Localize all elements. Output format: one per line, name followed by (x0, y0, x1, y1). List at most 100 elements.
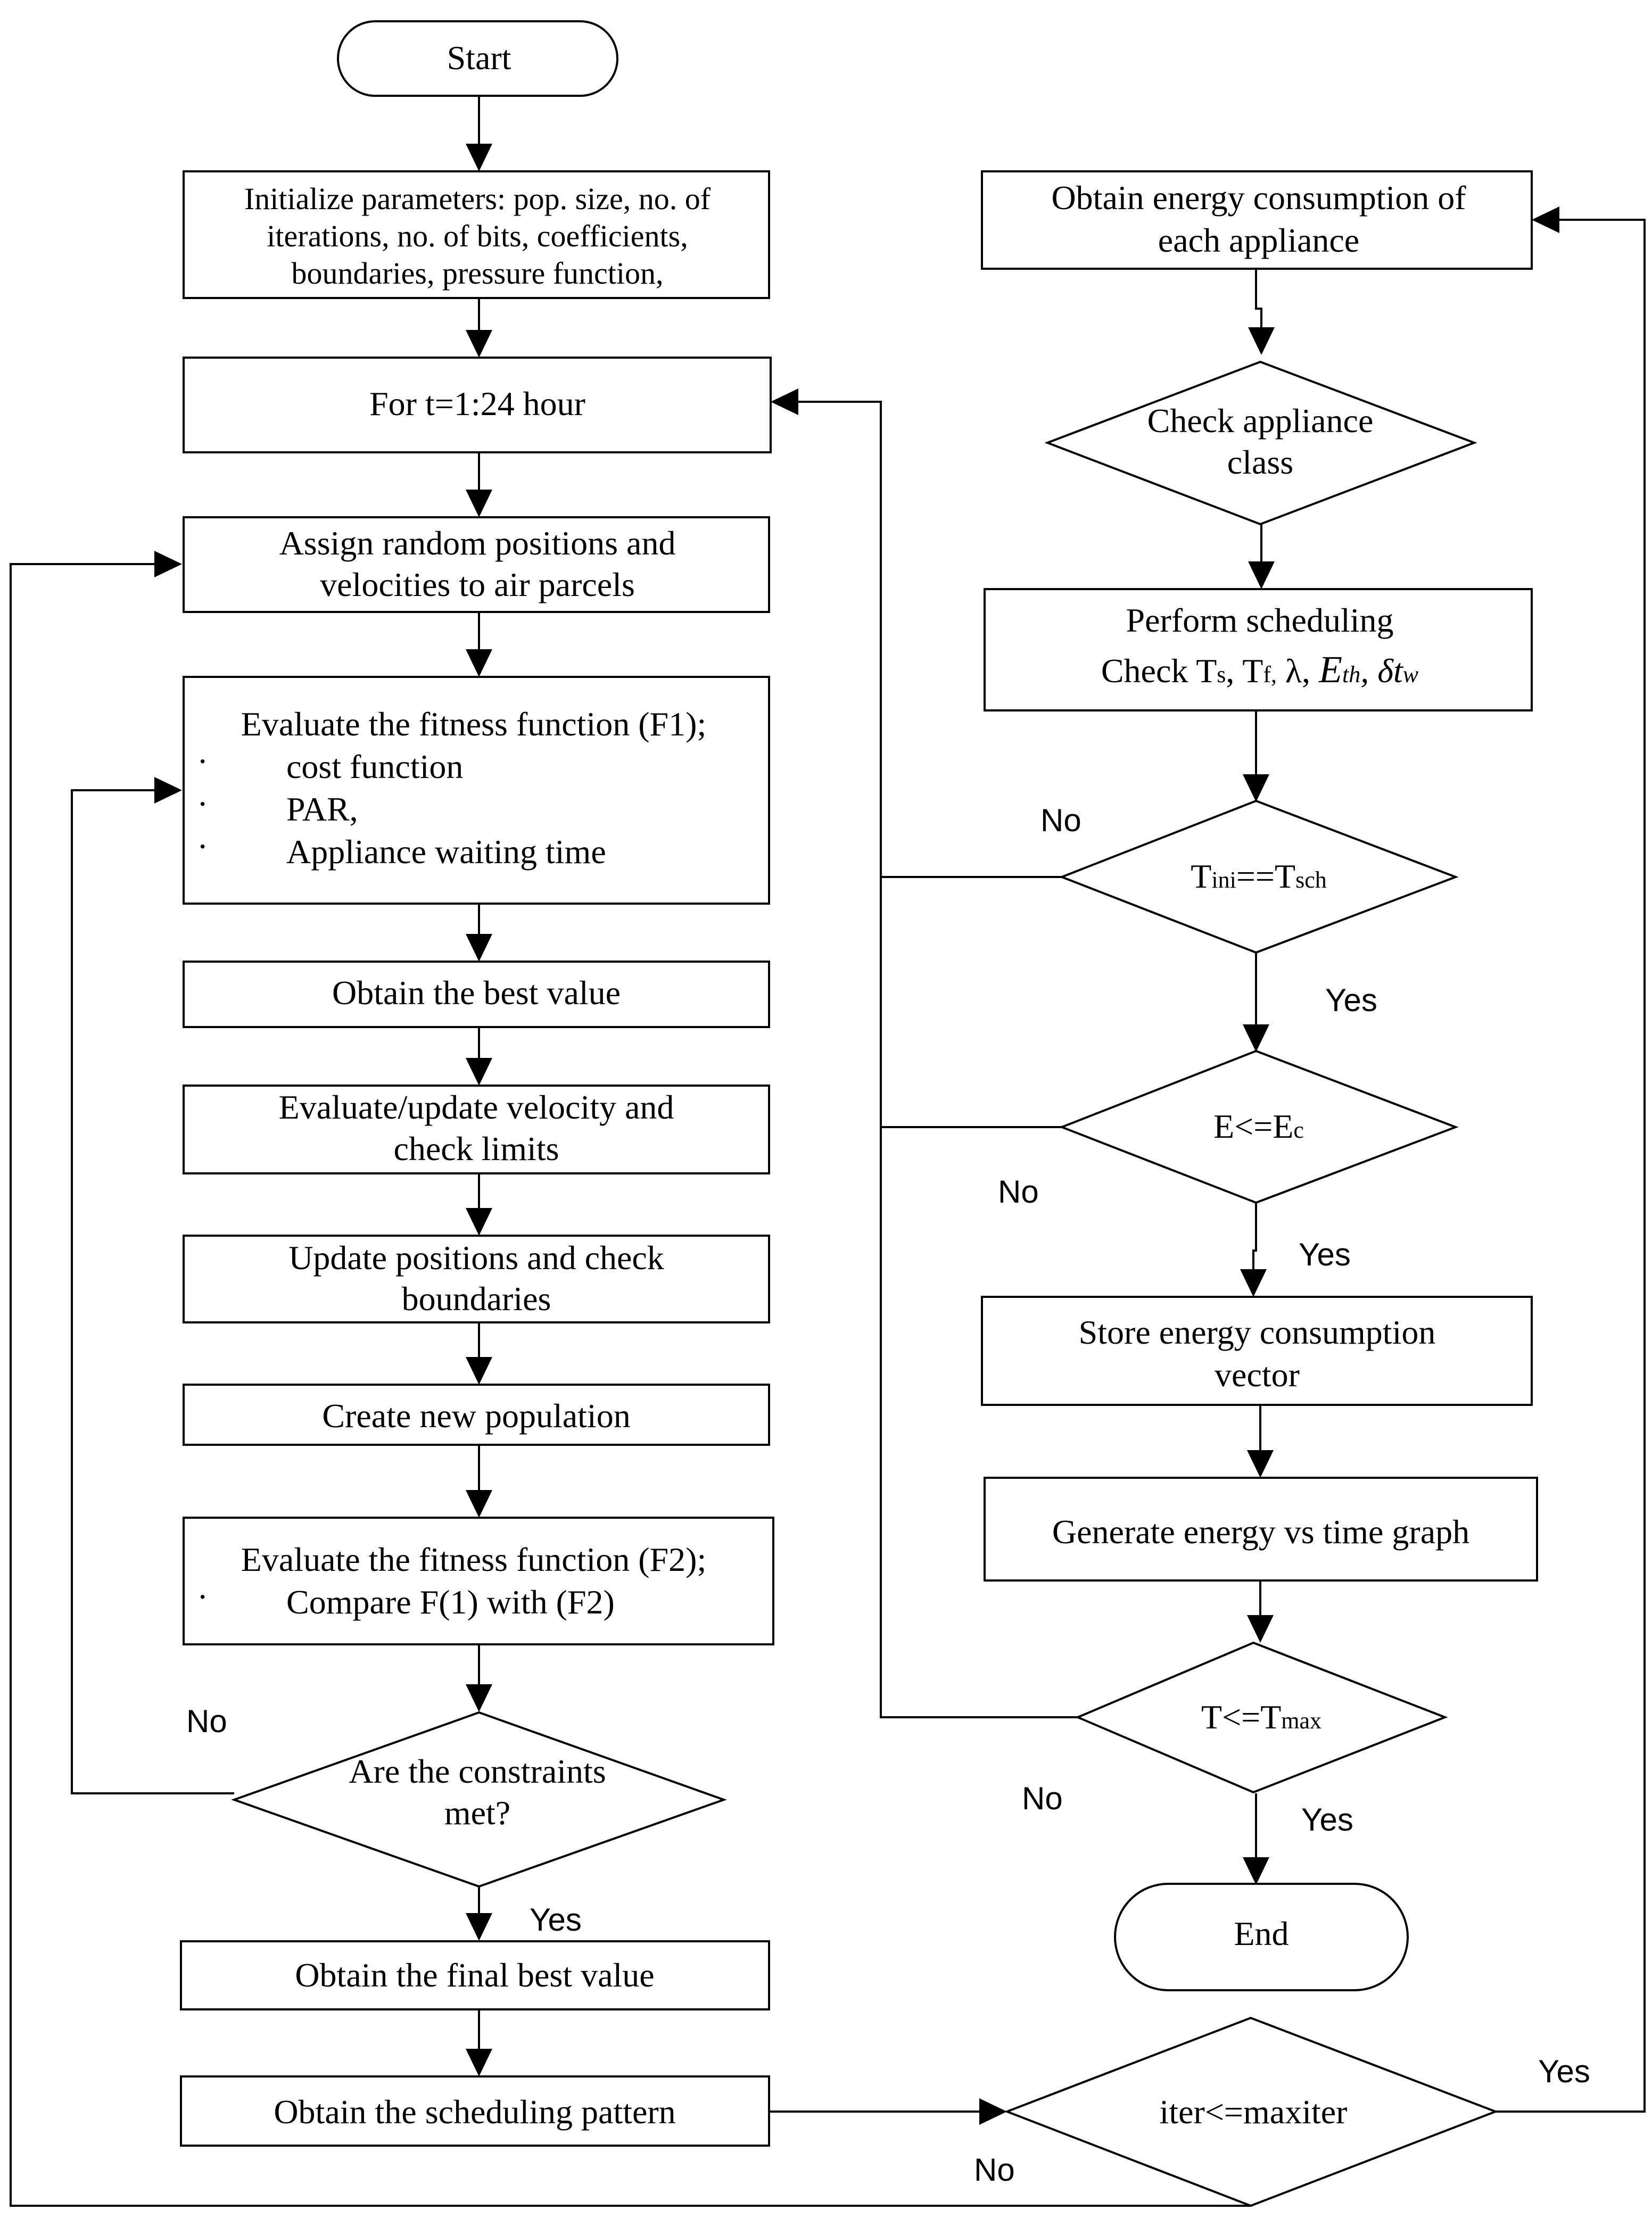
eval-f1-process (183, 676, 770, 905)
arrow-velocity-positions (466, 1208, 492, 1236)
edges (10, 96, 1646, 2207)
arrow-graph-tmax (1247, 1615, 1274, 1643)
arrow-constraints-final (466, 1913, 492, 1941)
tmax-label: T<=Tmax (1201, 1698, 1321, 1736)
yes-label-tmax: Yes (1301, 1802, 1353, 1838)
edge-labels: No Yes No Yes No Yes No Yes Yes No (186, 802, 1590, 2188)
generate-graph-label: Generate energy vs time graph (1052, 1513, 1469, 1551)
eval-f1-bullet-2: · (197, 785, 208, 823)
for-loop-label: For t=1:24 hour (369, 385, 585, 423)
edge-tmax-no (793, 401, 1078, 1718)
velocity-process (183, 1085, 770, 1174)
class-line-1: Check appliance (1147, 402, 1374, 440)
start-terminal (337, 20, 618, 97)
velocity-line-1: Evaluate/update velocity and (279, 1088, 674, 1126)
generate-graph-process (984, 1477, 1538, 1582)
for-loop-process (183, 357, 772, 453)
edge-iter-energy (1496, 219, 1646, 2113)
arrow-constraints-f1 (154, 777, 182, 804)
new-population-label: Create new population (322, 1397, 630, 1435)
arrow-store-graph (1247, 1450, 1274, 1478)
init-line-2: iterations, no. of bits, coefficients, (267, 219, 688, 253)
tmax-decision (1075, 1641, 1448, 1794)
assign-line-2: velocities to air parcels (320, 566, 635, 603)
end-label: End (1234, 1915, 1288, 1952)
yes-label-iter: Yes (1538, 2054, 1590, 2089)
arrow-to-for (771, 388, 798, 415)
iter-decision (1004, 2016, 1499, 2207)
constraints-line-1: Are the constraints (349, 1752, 606, 1790)
assign-line-1: Assign random positions and (279, 524, 676, 562)
eval-f2-process (183, 1517, 774, 1645)
edge-ec-store (1252, 1203, 1257, 1277)
arrow-f2-constraints (466, 1684, 492, 1712)
arrow-perform-tini (1243, 774, 1269, 802)
init-line-3: boundaries, pressure function, (291, 256, 663, 291)
init-line-1: Initialize parameters: pop. size, no. of (244, 181, 711, 216)
arrow-tini-ec (1243, 1024, 1269, 1052)
store-vector-process (981, 1296, 1533, 1406)
tini-tsch-label: Tini==Tsch (1191, 857, 1326, 895)
arrow-iter-energy (1532, 206, 1559, 233)
init-process (183, 170, 770, 299)
arrow-tmax-end (1243, 1857, 1269, 1885)
arrow-f1-best (466, 934, 492, 962)
positions-line-1: Update positions and check (288, 1239, 664, 1277)
no-label-iter: No (974, 2152, 1015, 2188)
class-line-2: class (1227, 443, 1293, 481)
nodes: Start Initialize parameters: pop. size, … (180, 20, 1538, 2207)
yes-label-tini: Yes (1325, 982, 1377, 1018)
yes-label-ec: Yes (1299, 1237, 1351, 1272)
eval-f2-item: Compare F(1) with (F2) (286, 1583, 615, 1621)
eval-f1-item-2: PAR, (286, 790, 358, 828)
scheduling-pattern-process (180, 2075, 770, 2147)
edge-iter-assign (10, 563, 1251, 2207)
perform-scheduling-process (984, 588, 1533, 711)
energy-limit-label: E<=Ec (1213, 1107, 1304, 1145)
eval-f2-bullet: · (197, 1578, 208, 1616)
tini-tsch-decision (1059, 799, 1459, 954)
eval-f2-title: Evaluate the fitness function (F2); (241, 1541, 706, 1578)
constraints-line-2: met? (444, 1794, 510, 1832)
yes-label-constraints: Yes (530, 1902, 582, 1938)
assign-process (183, 516, 770, 613)
arrow-assign-f1 (466, 649, 492, 677)
constraints-decision (231, 1711, 727, 1888)
scheduling-pattern-label: Obtain the scheduling pattern (274, 2093, 675, 2131)
store-line-1: Store energy consumption (1079, 1313, 1436, 1351)
arrow-best-velocity (466, 1058, 492, 1086)
perform-line-2: Check Ts, Tf, λ, Eth, δtw (1101, 648, 1419, 691)
edge-constraints-f1 (71, 789, 234, 1794)
arrow-pattern-iter (979, 2098, 1007, 2125)
arrow-positions-newpop (466, 1357, 492, 1385)
arrow-newpop-f2 (466, 1490, 492, 1518)
perform-line-1: Perform scheduling (1126, 601, 1394, 639)
eval-f1-bullet-3: · (197, 827, 208, 865)
iter-label: iter<=maxiter (1160, 2093, 1348, 2131)
best-value-process (183, 961, 770, 1028)
store-line-2: vector (1215, 1356, 1300, 1394)
edge-energy-class (1255, 269, 1262, 335)
appliance-class-decision (1044, 360, 1477, 526)
positions-process (183, 1235, 770, 1323)
arrow-ec-store (1240, 1269, 1267, 1297)
eval-f1-item-1: cost function (286, 748, 463, 785)
start-label: Start (447, 39, 511, 77)
arrow-init-for (466, 330, 492, 358)
end-terminal (1114, 1883, 1409, 1991)
arrow-energy-class (1248, 327, 1275, 355)
no-label-constraints: No (186, 1703, 227, 1739)
energy-process (981, 170, 1533, 270)
no-label-tini: No (1040, 802, 1081, 838)
arrow-for-assign (466, 490, 492, 517)
eval-f1-bullet-1: · (197, 742, 208, 780)
energy-line-2: each appliance (1158, 221, 1359, 259)
arrow-final-pattern (466, 2049, 492, 2076)
energy-line-1: Obtain energy consumption of (1051, 179, 1466, 217)
arrow-class-perform (1248, 561, 1275, 589)
final-best-label: Obtain the final best value (295, 1956, 654, 1994)
positions-line-2: boundaries (402, 1280, 551, 1318)
best-value-label: Obtain the best value (332, 974, 621, 1012)
eval-f1-title: Evaluate the fitness function (F1); (241, 705, 706, 743)
